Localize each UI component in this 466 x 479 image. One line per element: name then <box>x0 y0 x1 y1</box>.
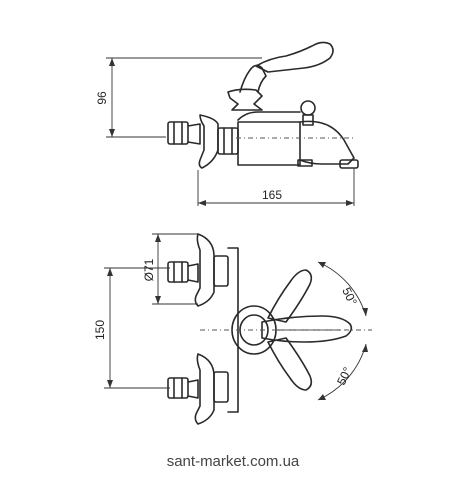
dim-front-diameter: Ø71 <box>142 233 198 305</box>
angle-bottom-label: 50° <box>334 365 355 388</box>
front-lever-rotated-down <box>267 337 313 391</box>
side-spout <box>299 120 355 165</box>
dim-front-diameter-label: Ø71 <box>142 258 156 281</box>
front-lever-rotated-up <box>267 269 313 323</box>
front-lever-handle <box>261 315 353 343</box>
front-upper-connector <box>167 233 229 307</box>
dim-side-height: 96 <box>95 57 262 138</box>
dim-side-height-label: 96 <box>95 91 109 105</box>
side-view: 96 165 <box>95 41 359 206</box>
side-body <box>217 111 301 166</box>
dim-front-height: 150 <box>93 267 170 389</box>
side-diverter-knob <box>300 100 316 126</box>
angle-arc-bottom: 50° <box>317 343 368 401</box>
front-lower-connector <box>167 353 229 425</box>
watermark: sant-market.com.ua <box>166 453 300 470</box>
side-flange <box>198 114 219 169</box>
side-wall-connector <box>167 121 201 145</box>
angle-top-label: 50° <box>339 285 360 308</box>
angle-arc-top: 50° <box>317 261 368 317</box>
side-lever-handle <box>255 41 334 73</box>
side-cartridge <box>227 88 263 111</box>
dim-side-length: 165 <box>197 168 355 206</box>
front-view: 50° 50° Ø71 150 <box>93 233 372 425</box>
dim-side-length-label: 165 <box>262 188 282 202</box>
side-spout-tip <box>339 159 359 169</box>
dim-front-height-label: 150 <box>93 320 107 340</box>
